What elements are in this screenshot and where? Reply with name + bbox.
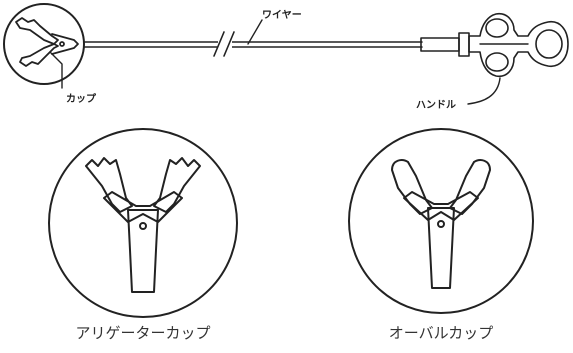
cup-label: カップ — [66, 94, 96, 105]
alligator-jaw-left — [86, 158, 132, 212]
alligator-pivot-plate — [104, 192, 182, 222]
handle-body — [469, 14, 568, 77]
leader-line-wire — [248, 20, 262, 44]
oval-pivot-pin — [438, 221, 444, 227]
wire-break-gap — [218, 36, 232, 54]
alligator-cup-caption: アリゲーターカップ — [75, 324, 211, 342]
wire-break-mark-right — [224, 32, 234, 56]
alligator-pivot-pin — [140, 223, 146, 229]
oval-cup-detail — [349, 129, 533, 313]
tip-small-cup-icon — [16, 18, 78, 66]
instrument-overview — [4, 4, 568, 104]
oval-cup-caption: オーバルカップ — [388, 324, 494, 342]
alligator-cup-circle — [49, 129, 237, 317]
alligator-cup-detail — [49, 129, 237, 317]
tip-detail-circle — [4, 4, 84, 84]
wire-break-mark-left — [214, 32, 224, 56]
finger-loop-upper — [486, 19, 508, 37]
oval-pivot-plate — [404, 192, 478, 220]
handle-label: ハンドル — [416, 100, 456, 111]
alligator-body — [128, 210, 158, 292]
connector-tube — [421, 38, 459, 51]
connector-collar — [459, 33, 469, 56]
oval-body — [428, 208, 454, 288]
wire-label: ワイヤー — [262, 10, 302, 21]
thumb-ring — [536, 30, 562, 58]
finger-loop-lower — [486, 53, 508, 71]
leader-line-cup — [50, 52, 62, 88]
leader-line-handle — [468, 78, 500, 104]
oval-cup-circle — [349, 129, 533, 313]
alligator-jaw-right — [154, 158, 200, 212]
